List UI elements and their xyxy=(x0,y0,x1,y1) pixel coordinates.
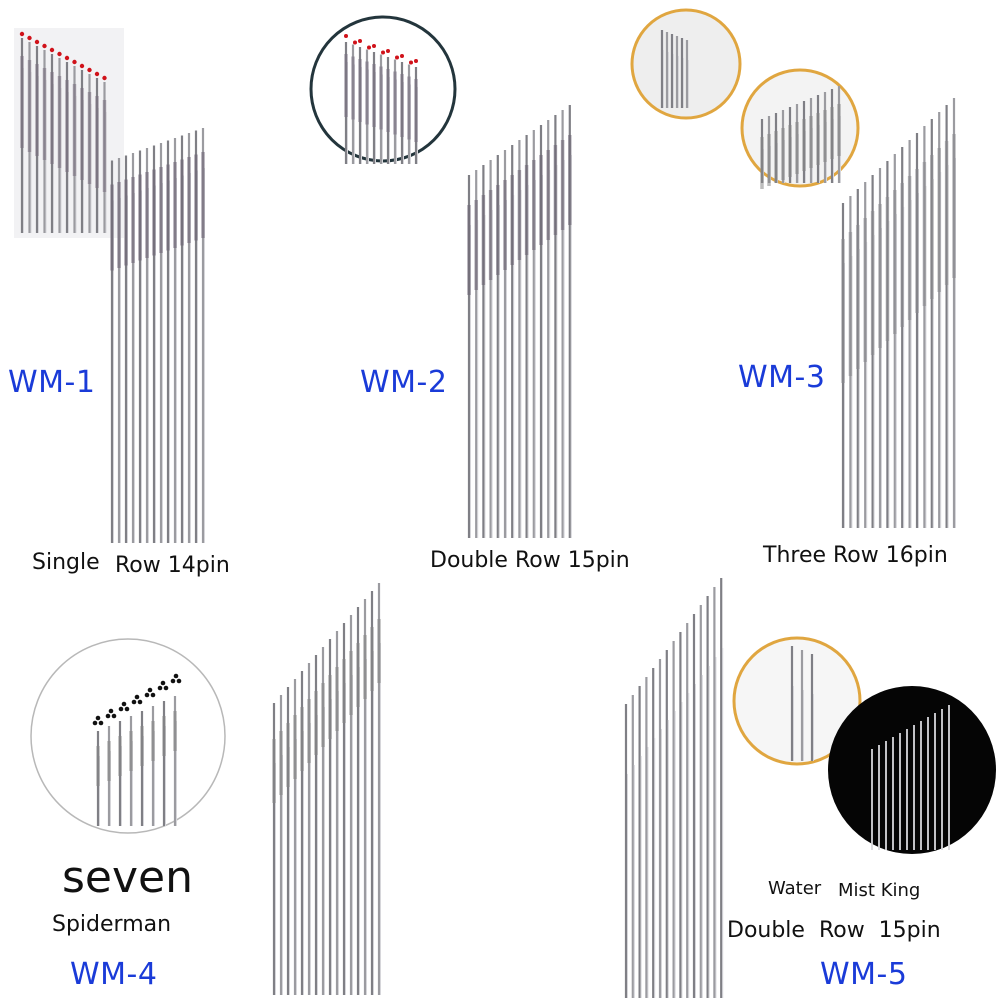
wm3-detail-circle-1 xyxy=(630,8,742,120)
wm5-caption-water: Water xyxy=(768,878,822,899)
pin-tip-dot xyxy=(170,678,176,684)
pin-tip-dot xyxy=(19,31,25,37)
pin-tip-dot xyxy=(92,720,98,726)
wm2-needle-blade xyxy=(467,105,572,538)
pin-tip-dot xyxy=(94,71,100,77)
wm1-code-label: WM-1 xyxy=(8,365,96,400)
wm5-caption-mistking: Mist King xyxy=(838,880,921,901)
wm1-caption-row: Row 14pin xyxy=(115,553,230,578)
pin-tip-dot xyxy=(98,720,104,726)
wm1-caption-single: Single xyxy=(32,550,100,575)
pin-tip-dot xyxy=(353,40,357,45)
pin-tip-dot xyxy=(344,34,348,38)
wm2-code-label: WM-2 xyxy=(360,365,448,400)
wm5-needle-blade xyxy=(624,578,724,998)
wm4-title: seven xyxy=(62,852,193,903)
pin-tip-dot xyxy=(395,55,399,60)
wm4-subtitle: Spiderman xyxy=(52,912,172,937)
pin-tip-dot xyxy=(131,699,137,705)
wm3-detail-circle-2 xyxy=(740,68,860,189)
pin-tip-dot xyxy=(409,60,413,65)
wm5-detail-circle-gold xyxy=(732,636,862,766)
pin-tip-dot xyxy=(49,47,55,53)
pin-tip-dot xyxy=(160,680,166,686)
wm3-code-label: WM-3 xyxy=(738,360,826,395)
pin-tip-dot xyxy=(381,50,385,55)
pin-tip-dot xyxy=(87,67,92,73)
pin-tip-dot xyxy=(64,55,70,61)
pin-tip-dot xyxy=(57,51,62,57)
pin-tip-dot xyxy=(79,63,85,69)
wm5-code-label: WM-5 xyxy=(820,957,908,992)
pin-tip-dot xyxy=(400,54,404,58)
pin-tip-dot xyxy=(27,35,32,41)
pin-tip-dot xyxy=(358,39,362,43)
pin-tip-dot xyxy=(144,692,150,698)
pin-tip-dot xyxy=(134,694,140,700)
pin-tip-dot xyxy=(124,706,130,712)
pin-tip-dot xyxy=(111,713,117,719)
pin-tip-dot xyxy=(150,692,156,698)
pin-tip-dot xyxy=(34,39,40,45)
pin-tip-dot xyxy=(72,59,77,65)
wm5-caption: Double Row 15pin xyxy=(727,918,941,943)
pin-tip-dot xyxy=(163,685,169,691)
pin-tip-dot xyxy=(118,706,124,712)
wm3-caption: Three Row 16pin xyxy=(763,543,948,568)
wm4-needle-blade xyxy=(272,583,381,995)
pin-tip-dot xyxy=(102,75,107,81)
pin-tip-dot xyxy=(95,715,101,721)
pin-tip-dot xyxy=(137,699,143,705)
pin-tip-dot xyxy=(147,687,153,693)
wm4-detail-circle xyxy=(30,638,226,834)
pin-tip-dot xyxy=(386,49,390,53)
pin-tip-dot xyxy=(414,59,418,63)
pin-tip-dot xyxy=(157,685,163,691)
pin-tip-dot xyxy=(42,43,47,49)
pin-tip-dot xyxy=(372,44,376,48)
wm2-detail-circle xyxy=(309,15,457,164)
pin-tip-dot xyxy=(176,678,182,684)
pin-tip-dot xyxy=(121,701,127,707)
pin-tip-dot xyxy=(367,45,371,50)
pin-tip-dot xyxy=(105,713,111,719)
wm2-caption: Double Row 15pin xyxy=(430,548,630,573)
wm3-needle-blade xyxy=(841,98,956,528)
pin-tip-dot xyxy=(108,708,114,714)
wm1-needle-blade xyxy=(110,128,205,543)
wm5-detail-circle-dark xyxy=(828,686,996,854)
pin-tip-dot xyxy=(173,673,179,679)
wm4-code-label: WM-4 xyxy=(70,957,158,992)
wm1-detail-inset xyxy=(14,28,124,238)
